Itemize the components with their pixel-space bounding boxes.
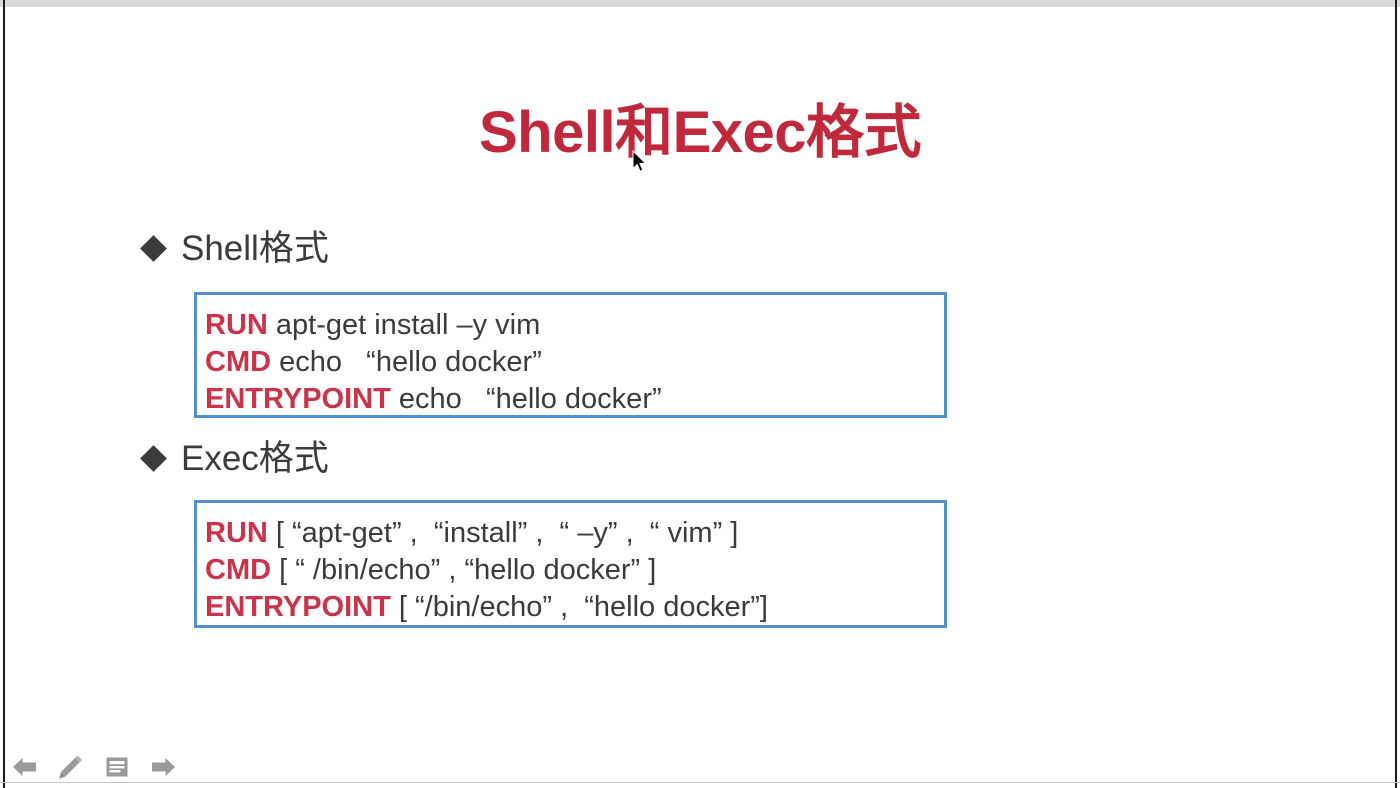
window-left-border [3,0,5,788]
code-text-shell-cmd: echo “hello docker” [271,346,542,378]
code-text-exec-entrypoint: [ “/bin/echo” , “hello docker”] [390,591,768,623]
code-text-exec-cmd: [ “ /bin/echo” , “hello docker” ] [271,554,657,586]
speaker-notes-button[interactable] [102,752,132,782]
code-box-exec: RUN [ “apt-get” , “install” , “ –y” , “ … [194,500,947,628]
next-slide-button[interactable] [148,752,178,782]
window-top-strip [0,0,1400,7]
section-heading-shell: Shell格式 [140,229,329,268]
section-heading-shell-label: Shell格式 [181,229,329,268]
slide-title: Shell和Exec格式 [478,100,922,165]
section-heading-exec-label: Exec格式 [181,439,329,478]
previous-slide-button[interactable] [10,752,40,782]
code-line-shell-cmd: CMD echo “hello docker” [205,344,944,381]
slide-canvas: Shell和Exec格式 Shell格式 RUN apt-get install… [5,7,1395,782]
section-heading-exec: Exec格式 [140,439,329,478]
code-line-exec-run: RUN [ “apt-get” , “install” , “ –y” , “ … [205,515,944,552]
code-line-exec-entrypoint: ENTRYPOINT [ “/bin/echo” , “hello docker… [205,589,944,626]
arrow-right-icon [149,755,177,779]
keyword-run: RUN [205,517,268,549]
presenter-toolbar [10,752,178,782]
diamond-bullet-icon [140,445,167,472]
window-right-border [1395,0,1397,788]
window-bottom-border [0,782,1400,783]
code-line-exec-cmd: CMD [ “ /bin/echo” , “hello docker” ] [205,552,944,589]
code-box-shell: RUN apt-get install –y vim CMD echo “hel… [194,292,947,418]
code-text-shell-run: apt-get install –y vim [267,309,541,341]
diamond-bullet-icon [140,235,167,262]
code-line-shell-entrypoint: ENTRYPOINT echo “hello docker” [205,381,944,418]
keyword-entrypoint: ENTRYPOINT [205,383,391,415]
pencil-icon [58,754,84,780]
keyword-entrypoint: ENTRYPOINT [205,591,391,623]
keyword-cmd: CMD [205,346,272,378]
keyword-cmd: CMD [205,554,272,586]
keyword-run: RUN [205,309,268,341]
code-line-shell-run: RUN apt-get install –y vim [205,307,944,344]
notes-icon [104,755,130,779]
code-text-shell-entrypoint: echo “hello docker” [390,383,662,415]
arrow-left-icon [11,755,39,779]
pen-tool-button[interactable] [56,752,86,782]
code-text-exec-run: [ “apt-get” , “install” , “ –y” , “ vim”… [267,517,739,549]
